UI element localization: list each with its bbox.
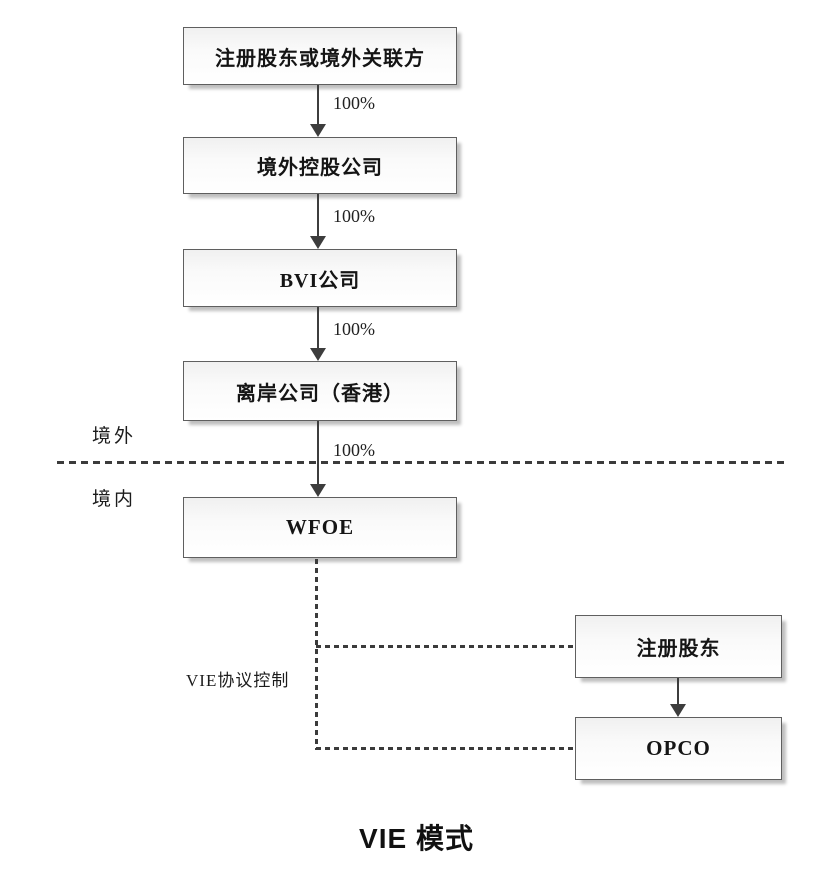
entity-label: WFOE <box>285 515 355 539</box>
offshore-onshore-separator-line <box>57 461 788 464</box>
entity-box-registered-shareholders-offshore: 注册股东或境外关联方 <box>183 27 457 85</box>
vie-control-vertical-line <box>315 559 318 750</box>
arrow-shaft <box>317 194 319 237</box>
arrow-down-icon <box>310 307 326 361</box>
entity-box-bvi-company: BVI公司 <box>183 249 457 307</box>
entity-box-offshore-company-hk: 离岸公司（香港） <box>183 361 457 421</box>
arrow-down-icon <box>310 85 326 137</box>
arrow-down-icon <box>670 678 686 717</box>
vie-control-line-to-registered-shareholders <box>316 645 575 648</box>
arrow-head <box>310 236 326 249</box>
region-label-onshore: 境内 <box>92 489 137 510</box>
ownership-percentage-label: 100% <box>333 319 375 339</box>
arrow-head <box>670 704 686 717</box>
arrow-shaft <box>317 85 319 125</box>
arrow-head <box>310 484 326 497</box>
entity-box-registered-shareholders-onshore: 注册股东 <box>575 615 782 678</box>
vie-control-label: VIE协议控制 <box>186 671 290 690</box>
entity-label: OPCO <box>646 736 711 760</box>
entity-box-wfoe: WFOE <box>183 497 457 558</box>
ownership-percentage-label: 100% <box>333 206 375 226</box>
entity-label: 境外控股公司 <box>257 157 383 179</box>
entity-label: BVI公司 <box>279 269 361 292</box>
vie-control-line-to-opco <box>316 747 575 750</box>
entity-box-opco: OPCO <box>575 717 782 780</box>
ownership-percentage-label: 100% <box>333 440 375 460</box>
entity-box-offshore-holding-company: 境外控股公司 <box>183 137 457 194</box>
arrow-head <box>310 124 326 137</box>
arrow-shaft <box>677 678 679 705</box>
arrow-head <box>310 348 326 361</box>
region-label-offshore: 境外 <box>92 426 137 447</box>
arrow-down-icon <box>310 421 326 497</box>
entity-label: 注册股东或境外关联方 <box>215 47 425 70</box>
arrow-shaft <box>317 307 319 349</box>
ownership-percentage-label: 100% <box>333 93 375 113</box>
entity-label: 注册股东 <box>636 638 721 660</box>
diagram-title: VIE 模式 <box>359 823 474 854</box>
entity-label: 离岸公司（香港） <box>236 382 404 405</box>
arrow-down-icon <box>310 194 326 249</box>
arrow-shaft <box>317 421 319 485</box>
